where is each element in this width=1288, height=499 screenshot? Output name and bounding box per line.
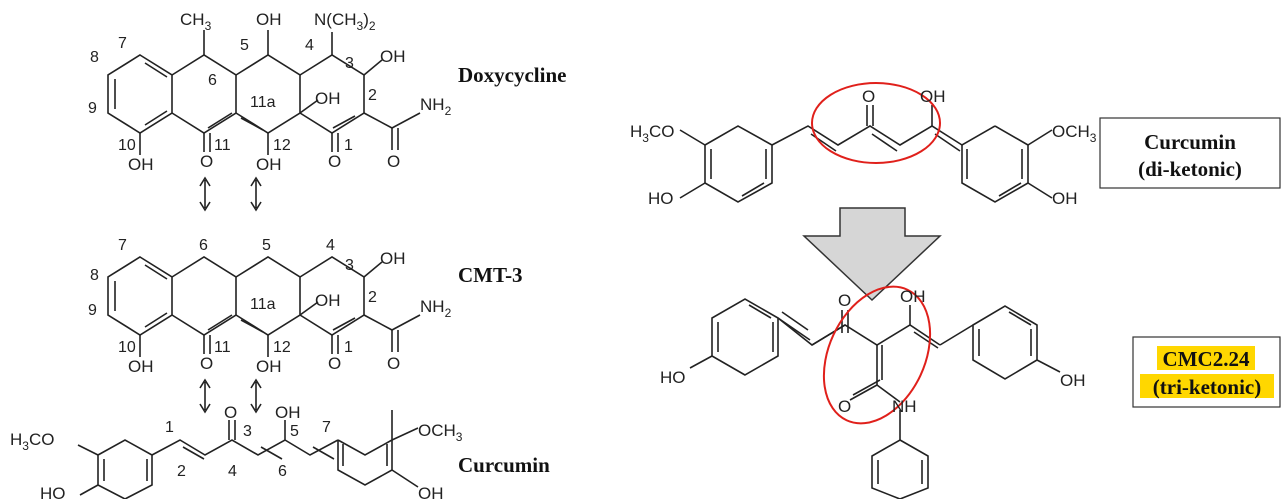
doxy-1-o-label: O [328, 152, 341, 171]
curc-right-och3-label: OCH3 [1052, 122, 1097, 145]
curc-right-o-label: O [862, 87, 875, 106]
doxy-num-8: 8 [90, 49, 99, 66]
cmc224-box-subtitle: (tri-ketonic) [1153, 375, 1261, 399]
curc-num-5: 5 [290, 423, 299, 440]
curcumin-right-structure [679, 105, 1053, 203]
label-cmt3: CMT-3 [458, 263, 523, 287]
doxy-11-o-label: O [200, 152, 213, 171]
cmt3-num-12: 12 [273, 339, 291, 356]
cmc224-triketone-highlight [822, 285, 932, 425]
cmt3-num-10: 10 [118, 339, 136, 356]
doxy-3-oh-label: OH [380, 47, 406, 66]
doxy-num-6: 6 [208, 72, 217, 89]
curcumin-box-title: Curcumin [1144, 130, 1236, 154]
curc-left-ho-label: HO [40, 484, 66, 499]
curc-right-ho-label: HO [648, 189, 674, 208]
doxy-num-5: 5 [240, 37, 249, 54]
doxy-num-11: 11 [214, 137, 231, 154]
doxy-num-10: 10 [118, 137, 136, 154]
doxy-ch3-label: CH3 [180, 10, 212, 33]
cmt3-num-5: 5 [262, 237, 271, 254]
cmc-right-oh-label: OH [1060, 371, 1086, 390]
cmc224-box-title: CMC2.24 [1163, 347, 1250, 371]
cmt3-11-o-label: O [200, 354, 213, 373]
cmc-amide-o-label: O [838, 397, 851, 416]
doxy-num-9: 9 [88, 100, 97, 117]
cmt3-num-11a: 11a [250, 296, 276, 313]
cmt3-num-9: 9 [88, 302, 97, 319]
doxy-5-oh-label: OH [256, 10, 282, 29]
curc-right-right-oh-label: OH [1052, 189, 1078, 208]
curc-num-2: 2 [177, 463, 186, 480]
transformation-arrow [802, 207, 942, 302]
doxycycline-structure [107, 30, 421, 155]
cmc-oh-label: OH [900, 287, 926, 306]
curc-left-oh-label: OH [275, 403, 301, 422]
curc-right-oh-label: OH [920, 87, 946, 106]
curc-num-1: 1 [165, 419, 174, 436]
cmt3-num-7: 7 [118, 237, 127, 254]
cmt3-num-6: 6 [199, 237, 208, 254]
cmt3-10-oh-label: OH [128, 357, 154, 376]
cmt3-num-4: 4 [326, 237, 335, 254]
cmc224-structure [689, 298, 1061, 499]
curc-num-7: 7 [322, 419, 331, 436]
curc-num-6: 6 [278, 463, 287, 480]
doxy-amide-o-label: O [387, 152, 400, 171]
label-doxycycline: Doxycycline [458, 63, 566, 87]
doxy-num-4: 4 [305, 37, 314, 54]
cmc-o-label: O [838, 291, 851, 310]
curc-left-o-label: O [224, 403, 237, 422]
doxy-num-11a: 11a [250, 94, 276, 111]
doxy-num-7: 7 [118, 35, 127, 52]
doxy-10-oh-label: OH [128, 155, 154, 174]
curcumin-box [1099, 117, 1281, 189]
cmc-left-ho-label: HO [660, 368, 686, 387]
doxy-num-3: 3 [345, 55, 354, 72]
cmt3-num-3: 3 [345, 257, 354, 274]
curc-right-h3co-label: H3CO [630, 122, 674, 145]
cmt3-num-1: 1 [344, 339, 353, 356]
doxy-nh2-label: NH2 [420, 95, 452, 118]
cmt3-3-oh-label: OH [380, 249, 406, 268]
resonance-arrows-top [199, 176, 262, 212]
doxy-12-oh-label: OH [256, 155, 282, 174]
doxy-nme2-label: N(CH3)2 [314, 10, 376, 33]
cmt3-12a-oh-label: OH [315, 291, 341, 310]
cmt3-num-2: 2 [368, 289, 377, 306]
resonance-arrows-bottom [199, 378, 262, 414]
label-curcumin-left: Curcumin [458, 453, 550, 477]
curc-left-right-oh-label: OH [418, 484, 444, 499]
cmt3-amide-o-label: O [387, 354, 400, 373]
doxy-12a-oh-label: OH [315, 89, 341, 108]
curc-left-och3-label: OCH3 [418, 421, 463, 444]
curcumin-left-structure [77, 410, 419, 499]
cmt3-12-oh-label: OH [256, 357, 282, 376]
cmt3-num-8: 8 [90, 267, 99, 284]
curc-left-h3co-label: H3CO [10, 430, 54, 453]
cmt3-nh2-label: NH2 [420, 297, 452, 320]
doxy-num-2: 2 [368, 87, 377, 104]
doxy-num-12: 12 [273, 137, 291, 154]
curc-num-4: 4 [228, 463, 237, 480]
doxy-num-1: 1 [344, 137, 353, 154]
curcumin-diketone-highlight [811, 82, 941, 164]
cmt3-structure [107, 256, 421, 357]
cmc-nh-label: NH [892, 397, 917, 416]
curc-num-3: 3 [243, 423, 252, 440]
cmc224-box [1132, 336, 1281, 408]
curcumin-box-subtitle: (di-ketonic) [1138, 157, 1242, 181]
cmt3-1-o-label: O [328, 354, 341, 373]
cmt3-num-11: 11 [214, 339, 231, 356]
